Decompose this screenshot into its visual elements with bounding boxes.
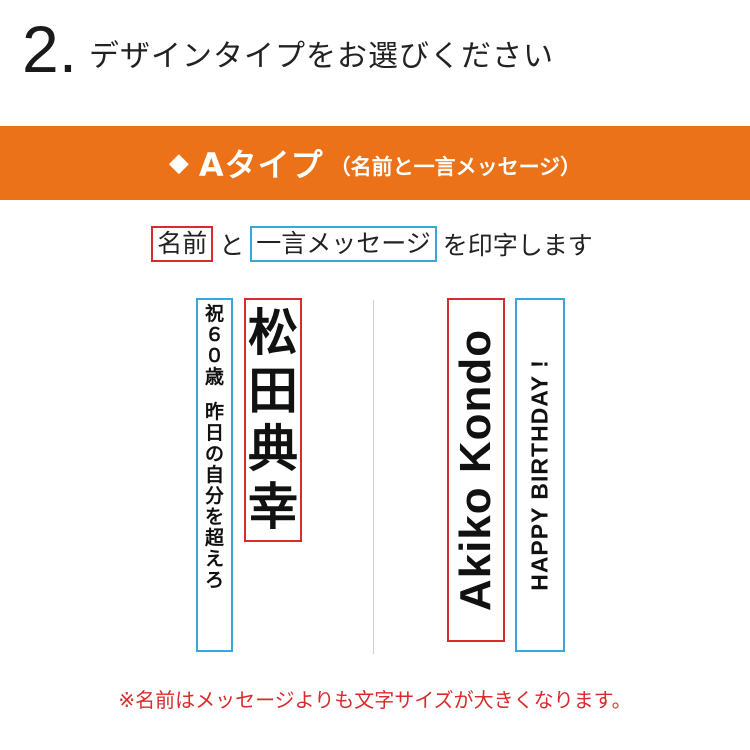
- message-char: 自: [204, 464, 224, 486]
- print-description: 名前 と 一言メッセージ を印字します: [0, 226, 750, 262]
- banner-type-label: Aタイプ: [198, 146, 324, 184]
- message-char: を: [204, 506, 224, 528]
- message-char: ６: [204, 324, 224, 346]
- sample-japanese-name: 松 田 典 幸: [244, 298, 302, 542]
- message-char: の: [204, 443, 224, 465]
- message-char: 超: [204, 527, 224, 549]
- message-char: ０: [204, 345, 224, 367]
- diamond-icon: ◆: [168, 148, 189, 178]
- step-title: デザインタイプをお選びください: [89, 39, 555, 74]
- name-char: 松: [248, 303, 298, 362]
- sample-english-name: Akiko Kondo: [447, 298, 505, 642]
- sample-english-message: HAPPY BIRTHDAY !: [515, 298, 565, 652]
- message-tag: 一言メッセージ: [250, 226, 437, 262]
- name-char: 典: [248, 419, 298, 478]
- description-suffix: を印字します: [442, 231, 593, 260]
- description-joiner: と: [219, 231, 245, 260]
- name-char: 田: [248, 361, 298, 420]
- banner-type-subtitle: （名前と一言メッセージ）: [329, 155, 582, 179]
- message-char: 昨: [204, 401, 224, 423]
- name-char: 幸: [248, 477, 298, 536]
- message-char: 祝: [204, 303, 224, 325]
- step-heading: 2. デザインタイプをお選びください: [22, 14, 554, 84]
- size-note: ※名前はメッセージよりも文字サイズが大きくなります。: [118, 688, 632, 712]
- name-tag: 名前: [151, 226, 214, 262]
- english-name-text: Akiko Kondo: [451, 328, 500, 612]
- step-number: 2.: [22, 12, 78, 86]
- sample-divider: [373, 300, 374, 654]
- message-char: 分: [204, 485, 224, 507]
- message-char: ろ: [204, 569, 224, 591]
- message-char: え: [204, 548, 224, 570]
- sample-japanese-message: 祝 ６ ０ 歳 昨 日 の 自 分 を 超 え ろ: [196, 298, 233, 652]
- english-message-text: HAPPY BIRTHDAY !: [526, 359, 553, 591]
- message-char: 歳: [204, 366, 224, 388]
- type-banner: ◆ Aタイプ （名前と一言メッセージ）: [0, 126, 750, 200]
- message-char: 日: [204, 422, 224, 444]
